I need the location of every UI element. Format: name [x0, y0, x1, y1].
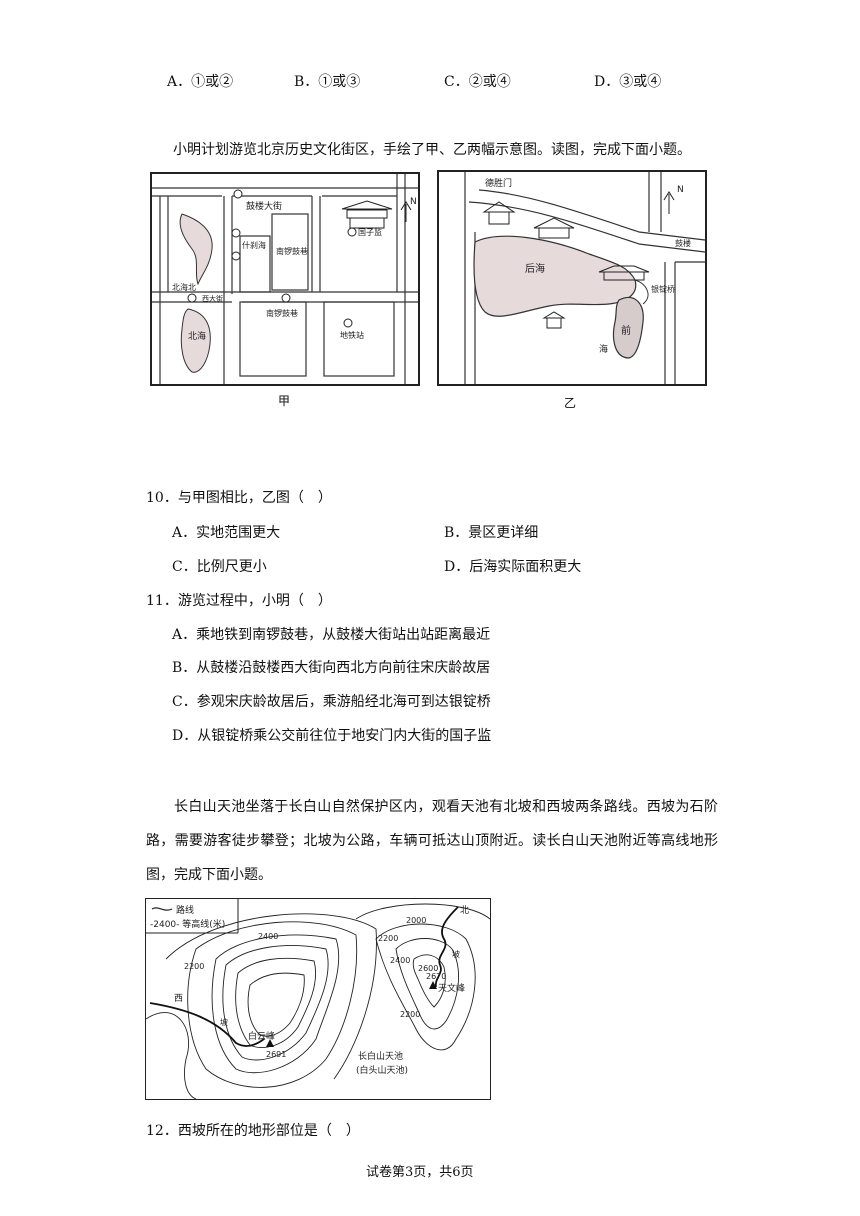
q11-option-c: C．参观宋庆龄故居后，乘游船经北海可到达银锭桥	[172, 694, 491, 710]
route-label-north: 北	[460, 905, 469, 916]
contour-map: 路线 -2400- 等高线(米) 2400 2200	[145, 898, 491, 1100]
contour-label-2400-a: 2400	[258, 932, 278, 941]
contour-label-2600: 2600	[418, 964, 438, 973]
q11-stem: 11．游览过程中，小明（ ）	[146, 593, 332, 609]
map-yi-label-deshengmen: 德胜门	[485, 177, 512, 189]
q10-option-a: A．实地范围更大	[172, 525, 281, 541]
q10-option-c: C．比例尺更小	[172, 559, 267, 575]
map-yi: 德胜门 后海 前 海 银锭桥 鼓楼 N	[437, 170, 707, 386]
route-label-po-west: 坡	[220, 1017, 228, 1027]
contour-label-2200-b: 2200	[378, 934, 398, 943]
map-jia-label-xidajie: 西大街	[202, 294, 223, 303]
legend-contour-label: -2400- 等高线(米)	[150, 918, 225, 930]
contour-label-2691: 2691	[266, 1050, 286, 1059]
map-yi-label-qianhai: 前	[621, 324, 631, 337]
page-footer: 试卷第3页，共6页	[366, 1165, 474, 1180]
map-jia-label-beihaibei: 北海北	[172, 282, 196, 292]
q11-option-d: D．从银锭桥乘公交前往位于地安门内大街的国子监	[172, 728, 492, 744]
map-yi-label-houhai: 后海	[525, 262, 545, 275]
q9-option-b: B．①或③	[294, 74, 361, 90]
map-jia-label-nanluoguxiang: 南锣鼓巷	[276, 246, 308, 256]
q10-option-d: D．后海实际面积更大	[444, 559, 582, 575]
map-jia-label-nanluoguxiang-2: 南锣鼓巷	[266, 308, 298, 318]
q10-stem: 10．与甲图相比，乙图（ ）	[146, 490, 332, 506]
q9-option-c: C．②或④	[444, 74, 511, 90]
map-jia-label-shichahai: 什刹海	[242, 240, 266, 250]
intro-paragraph-1: 小明计划游览北京历史文化街区，手绘了甲、乙两幅示意图。读图，完成下面小题。	[173, 142, 691, 158]
peak-label-tianwenfeng: 天文峰	[438, 982, 465, 994]
contour-label-2400-b: 2400	[390, 956, 410, 965]
peak-label-baiyunfeng: 白云峰	[248, 1030, 275, 1042]
route-label-po-north: 坡	[452, 949, 460, 959]
q11-option-a: A．乘地铁到南锣鼓巷，从鼓楼大街站出站距离最近	[172, 627, 491, 643]
map-jia-label-beihai: 北海	[188, 330, 206, 342]
map-jia-label-gulou: 鼓楼大街	[246, 200, 282, 212]
contour-label-2670: 2670	[426, 972, 446, 981]
map-jia: 鼓楼大街 国子监 什刹海 南锣鼓巷 北海北 西大街 北海 南锣鼓巷 地铁站 N	[150, 172, 420, 386]
route-label-west: 西	[174, 993, 183, 1004]
map-yi-label-yindingqiao: 银锭桥	[651, 284, 675, 294]
lake-label-tianchi-alt: (白头山天池)	[356, 1064, 408, 1076]
q10-option-b: B．景区更详细	[444, 525, 539, 541]
q11-option-b: B．从鼓楼沿鼓楼西大街向西北方向前往宋庆龄故居	[172, 660, 491, 676]
contour-label-2200-c: 2200	[400, 1010, 420, 1019]
map-yi-label-gulou: 鼓楼	[675, 238, 691, 248]
contour-label-2200-a: 2200	[184, 962, 204, 971]
map-yi-label-hai: 海	[599, 343, 608, 355]
q12-stem: 12．西坡所在的地形部位是（ ）	[146, 1123, 360, 1139]
map-jia-caption: 甲	[278, 394, 291, 408]
legend-route-label: 路线	[176, 904, 194, 916]
lake-label-tianchi: 长白山天池	[358, 1050, 403, 1062]
map-jia-north-label: N	[410, 197, 417, 207]
q9-option-a: A．①或②	[167, 74, 234, 90]
map-yi-caption: 乙	[564, 396, 577, 410]
q9-option-d: D．③或④	[594, 74, 662, 90]
contour-label-2000: 2000	[406, 916, 426, 925]
map-jia-label-ditie: 地铁站	[340, 330, 364, 340]
map-jia-label-guozijian: 国子监	[358, 227, 382, 237]
map-yi-north-label: N	[677, 185, 684, 195]
intro-paragraph-2: 长白山天池坐落于长白山自然保护区内，观看天池有北坡和西坡两条路线。西坡为石阶路，…	[146, 799, 718, 883]
